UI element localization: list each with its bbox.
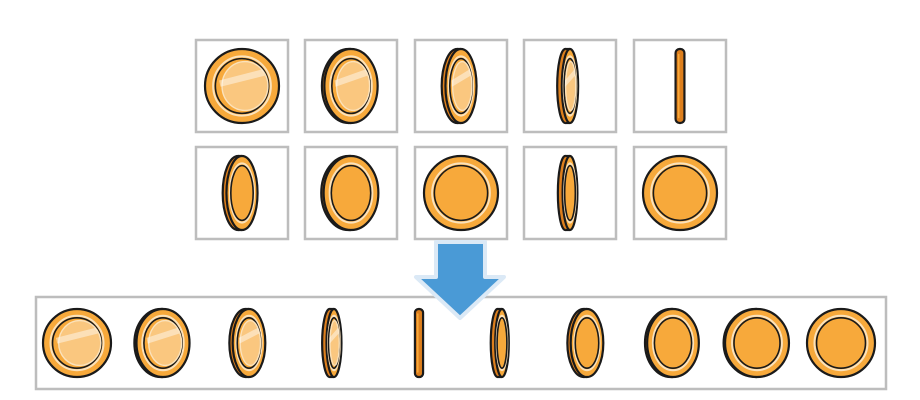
sprite-frame-cell: [522, 145, 618, 241]
coin-turning-glossy-icon: [320, 47, 379, 125]
coin-front-icon: [422, 154, 500, 232]
coin-turning-icon: [643, 307, 700, 379]
coin-edge-icon: [413, 307, 425, 379]
coin-front-glossy-icon: [203, 47, 281, 125]
sprite-frame-cell: [303, 145, 399, 241]
sprite-frame-cell: [522, 38, 618, 134]
coin-turning-glossy-icon: [321, 307, 343, 379]
sprite-frame-cell: [303, 38, 399, 134]
down-arrow-icon: [414, 240, 506, 320]
sprite-frame-cell: [632, 145, 728, 241]
coin-turning-icon: [566, 307, 605, 379]
coin-turning-glossy-icon: [556, 47, 580, 125]
coin-turning-icon: [556, 154, 579, 232]
sprite-sheet-grid: [194, 38, 728, 241]
coin-front-icon: [641, 154, 719, 232]
coin-turning-icon: [221, 154, 259, 232]
coin-front-icon: [722, 307, 791, 379]
coin-front-icon: [805, 307, 877, 379]
sprite-frame-cell: [194, 145, 290, 241]
coin-turning-glossy-icon: [133, 307, 191, 379]
sprite-frame-cell: [413, 145, 509, 241]
coin-turning-glossy-icon: [440, 47, 478, 125]
sprite-frame-cell: [413, 38, 509, 134]
coin-turning-icon: [489, 307, 510, 379]
coin-turning-icon: [320, 154, 380, 232]
coin-edge-icon: [674, 47, 686, 125]
sprite-frame-cell: [194, 38, 290, 134]
coin-front-glossy-icon: [41, 307, 113, 379]
coin-turning-glossy-icon: [228, 307, 267, 379]
sprite-frame-cell: [632, 38, 728, 134]
